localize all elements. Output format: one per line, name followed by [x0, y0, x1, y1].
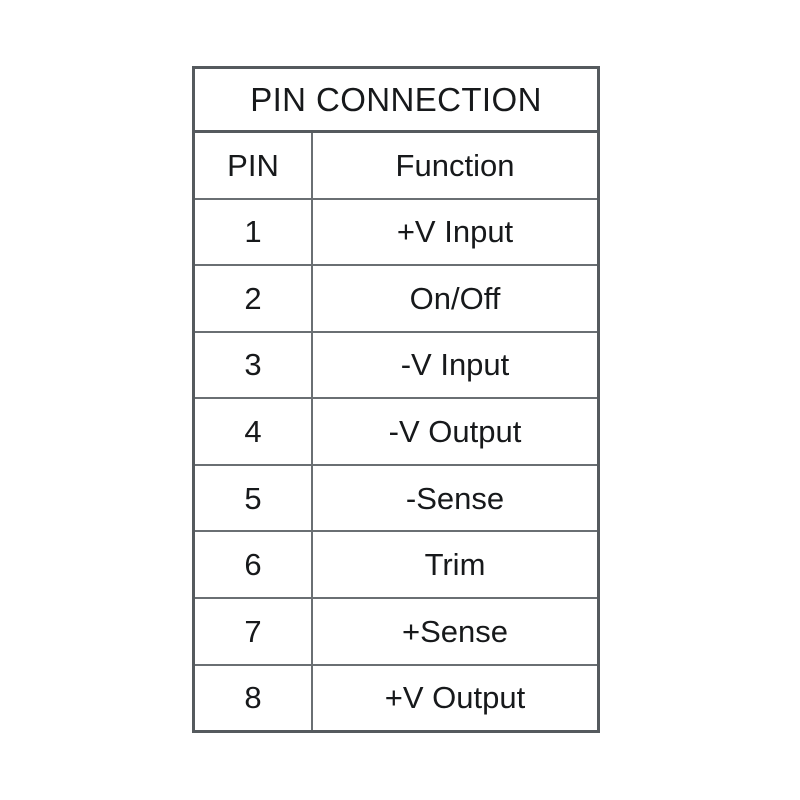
- cell-function-value: -V Output: [388, 414, 522, 450]
- column-header-function-label: Function: [395, 147, 515, 183]
- table-row: 6 Trim: [195, 532, 597, 599]
- cell-pin: 4: [195, 399, 313, 464]
- table-title-row: PIN CONNECTION: [195, 69, 597, 133]
- table-row: 8 +V Output: [195, 665, 597, 731]
- cell-function: +V Output: [313, 666, 597, 731]
- cell-pin-value: 5: [244, 480, 262, 516]
- pin-connection-table: PIN CONNECTION PIN Function 1 +V Input 2…: [192, 66, 600, 733]
- cell-function: Trim: [313, 532, 597, 597]
- cell-function: -Sense: [313, 466, 597, 531]
- table-row: 5 -Sense: [195, 465, 597, 533]
- cell-pin: 5: [195, 465, 313, 531]
- cell-pin: 1: [195, 199, 313, 265]
- cell-pin-value: 1: [244, 214, 262, 250]
- cell-function: -V Output: [313, 399, 597, 464]
- cell-pin-value: 6: [244, 547, 262, 583]
- cell-function-value: -V Input: [400, 347, 510, 383]
- cell-function: -V Input: [313, 333, 597, 398]
- cell-function-value: +V Input: [396, 214, 514, 250]
- cell-function-value: Trim: [424, 547, 486, 583]
- cell-function-value: +Sense: [401, 613, 508, 649]
- table-row: 7 +Sense: [195, 598, 597, 666]
- table-row: 3 -V Input: [195, 332, 597, 400]
- cell-pin-value: 4: [244, 414, 262, 450]
- column-header-pin: PIN: [195, 133, 313, 198]
- cell-pin-value: 2: [244, 280, 262, 316]
- table-title: PIN CONNECTION: [250, 81, 542, 118]
- cell-pin-value: 8: [244, 680, 262, 716]
- cell-pin: 3: [195, 332, 313, 398]
- cell-pin-value: 7: [244, 613, 262, 649]
- cell-pin: 8: [195, 665, 313, 731]
- cell-function-value: +V Output: [384, 680, 526, 716]
- table-header-row: PIN Function: [195, 133, 597, 200]
- cell-function: On/Off: [313, 266, 597, 331]
- cell-function: +V Input: [313, 200, 597, 265]
- table-row: 2 On/Off: [195, 266, 597, 333]
- cell-function: +Sense: [313, 599, 597, 664]
- cell-function-value: -Sense: [405, 480, 505, 516]
- column-header-function: Function: [313, 133, 597, 198]
- cell-pin-value: 3: [244, 347, 262, 383]
- cell-pin: 7: [195, 598, 313, 664]
- table-row: 4 -V Output: [195, 399, 597, 466]
- column-header-pin-label: PIN: [227, 147, 279, 183]
- cell-pin: 2: [195, 266, 313, 331]
- cell-pin: 6: [195, 532, 313, 597]
- table-row: 1 +V Input: [195, 199, 597, 267]
- cell-function-value: On/Off: [409, 280, 501, 316]
